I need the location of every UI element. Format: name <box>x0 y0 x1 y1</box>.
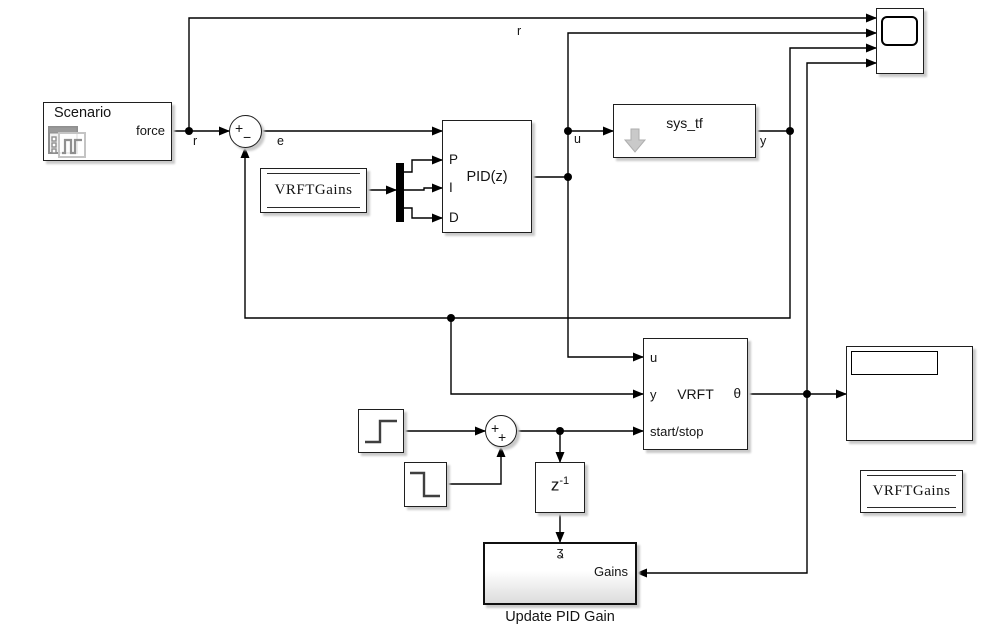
sum-plus-bottom-sign: + <box>498 429 507 445</box>
workspace-rule-bottom <box>867 507 956 508</box>
vrft-port-y-label: y <box>650 387 657 402</box>
vrft-port-u-label: u <box>650 350 658 365</box>
vrft-port-theta-label: θ <box>733 386 741 401</box>
signal-label-r[interactable]: r <box>193 134 198 148</box>
pid-port-i-label: I <box>449 180 453 195</box>
vrft-block[interactable]: u y start/stop VRFT θ <box>643 338 748 450</box>
vrft-gains-sink-block[interactable]: VRFTGains <box>860 470 963 513</box>
scope-screen-icon <box>881 16 918 46</box>
update-pid-gain-block[interactable]: ʓ Gains <box>483 542 637 605</box>
signal-label-e[interactable]: e <box>277 134 284 148</box>
step-up-icon <box>365 419 397 444</box>
signal-label-u[interactable]: u <box>574 132 581 146</box>
pid-controller-block[interactable]: PID(z) P I D <box>442 120 532 233</box>
vrft-gains-source-label: VRFTGains <box>274 182 353 198</box>
demux-block[interactable] <box>396 163 404 222</box>
trigger-sum-block[interactable]: + + <box>485 415 517 447</box>
pid-port-d-label: D <box>449 210 459 225</box>
signal-label-r-scope[interactable]: r <box>517 24 522 38</box>
display-value-field <box>851 351 938 375</box>
scope-block[interactable] <box>876 8 924 74</box>
unit-delay-label: z-1 <box>550 475 570 495</box>
scenario-title: Scenario <box>54 105 112 121</box>
vrft-gains-sink-label: VRFTGains <box>872 483 951 499</box>
vrft-port-startstop-label: start/stop <box>650 424 704 439</box>
sum-minus-sign: − <box>243 129 252 145</box>
pid-port-p-label: P <box>449 152 459 167</box>
signal-wires[interactable] <box>172 13 877 578</box>
vrft-label: VRFT <box>677 386 714 402</box>
update-pid-gain-caption: Update PID Gain <box>505 609 615 625</box>
step-down-icon <box>410 471 440 498</box>
scenario-output-port-label: force <box>136 123 165 138</box>
step-up-block[interactable] <box>358 409 404 453</box>
branch-dots <box>185 127 811 435</box>
download-arrow-icon <box>623 128 647 153</box>
sys-tf-block[interactable]: sys_tf <box>613 104 756 158</box>
display-block[interactable] <box>846 346 973 441</box>
gains-port-label: Gains <box>594 564 628 579</box>
signal-editor-icon <box>48 126 86 158</box>
trigger-port-icon: ʓ <box>556 544 564 559</box>
workspace-rule-bottom <box>267 207 360 208</box>
error-sum-block[interactable]: + − <box>229 115 262 148</box>
workspace-rule-top <box>267 173 360 174</box>
signal-label-y[interactable]: y <box>760 134 767 148</box>
unit-delay-block[interactable]: z-1 <box>535 462 585 513</box>
sys-tf-label: sys_tf <box>666 115 703 131</box>
scenario-block[interactable]: Scenario force <box>43 102 172 161</box>
step-down-block[interactable] <box>404 462 447 507</box>
sum-plus-sign: + <box>235 120 244 136</box>
vrft-gains-source-block[interactable]: VRFTGains <box>260 168 367 213</box>
sum-plus-left-sign: + <box>491 420 500 436</box>
pid-label: PID(z) <box>466 169 508 185</box>
workspace-rule-top <box>867 475 956 476</box>
